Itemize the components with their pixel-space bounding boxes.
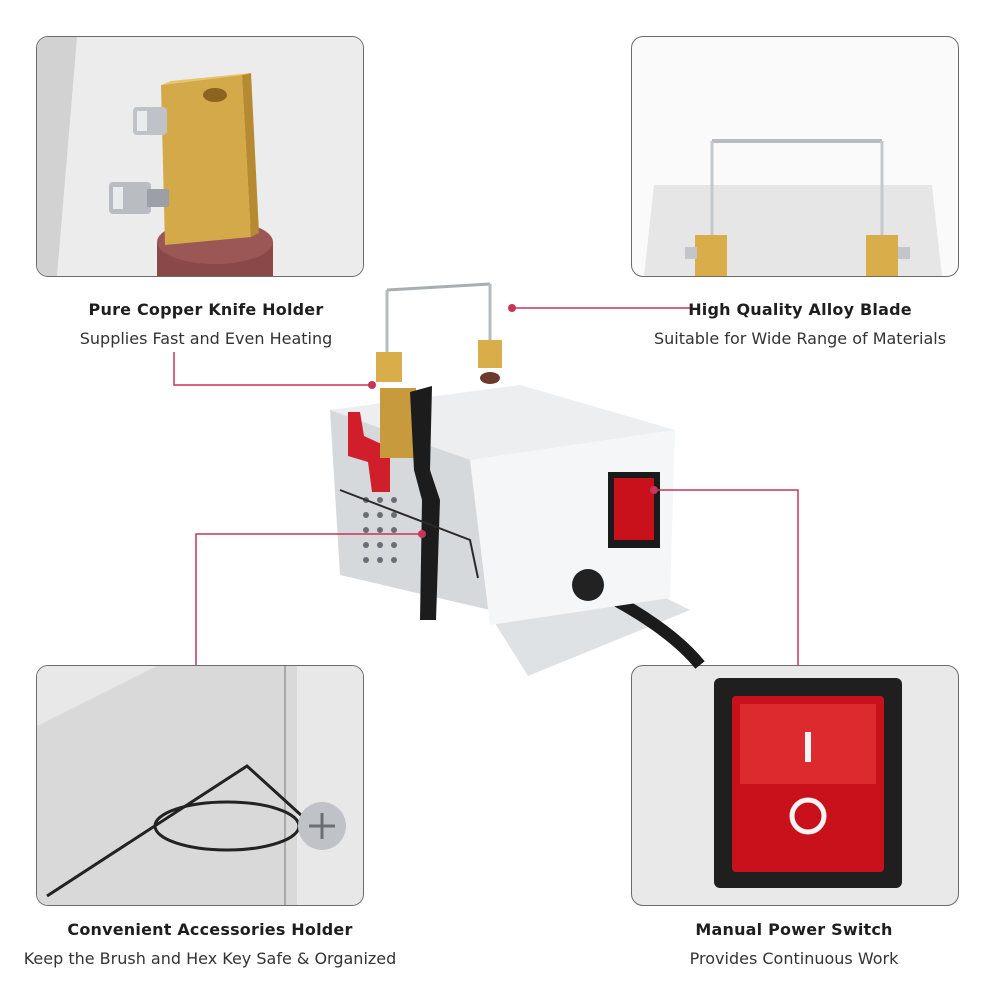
accessories-holder-subtitle: Keep the Brush and Hex Key Safe & Organi… [23, 949, 397, 968]
leader-line-power-switch [654, 489, 799, 665]
leader-line-accessories-holder [195, 533, 422, 665]
leader-line-copper-holder [173, 352, 372, 386]
power-switch-closeup-image [714, 678, 902, 888]
alloy-blade-title: High Quality Alloy Blade [688, 300, 912, 319]
copper-holder-closeup-image [37, 37, 363, 276]
power-switch-title: Manual Power Switch [695, 920, 893, 939]
power-switch-closeup-panel [631, 665, 959, 906]
power-switch-subtitle: Provides Continuous Work [689, 949, 899, 968]
copper-holder-closeup-panel [36, 36, 364, 277]
alloy-blade-subtitle: Suitable for Wide Range of Materials [653, 329, 947, 348]
accessories-holder-closeup-panel [36, 665, 364, 906]
accessories-holder-title: Convenient Accessories Holder [67, 920, 353, 939]
power-switch-caption: Manual Power Switch Provides Continuous … [620, 920, 968, 968]
copper-holder-subtitle: Supplies Fast and Even Heating [79, 329, 333, 348]
accessories-holder-closeup-image [37, 666, 363, 905]
alloy-blade-closeup-panel [631, 36, 959, 277]
copper-holder-title: Pure Copper Knife Holder [88, 300, 324, 319]
alloy-blade-caption: High Quality Alloy Blade Suitable for Wi… [630, 300, 970, 348]
power-switch-off-glyph [789, 797, 827, 835]
accessories-holder-caption: Convenient Accessories Holder Keep the B… [10, 920, 410, 968]
alloy-blade-closeup-image [644, 139, 942, 276]
copper-holder-caption: Pure Copper Knife Holder Supplies Fast a… [36, 300, 376, 348]
